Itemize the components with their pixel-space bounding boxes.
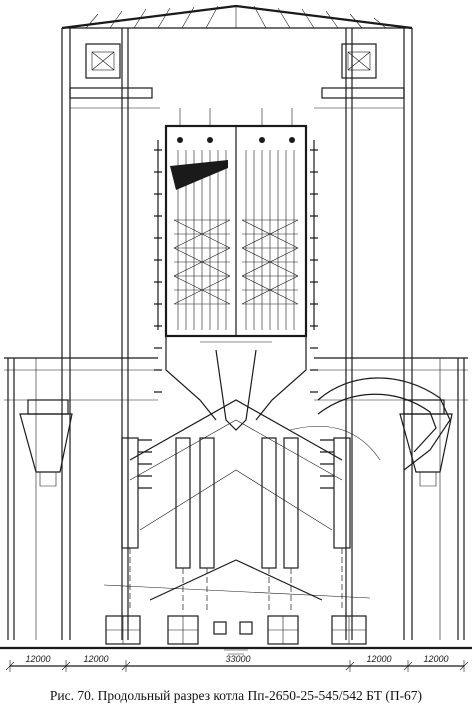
- figure-caption: Рис. 70. Продольный разрез котла Пп-2650…: [49, 688, 423, 703]
- dimension-label-2: 12000: [83, 654, 108, 664]
- gas-ducts: [289, 377, 451, 471]
- bunker-right: [399, 399, 453, 487]
- boiler-casing: [157, 108, 315, 338]
- dimension-label-3: 33000: [225, 654, 250, 664]
- tube-bank-left: [173, 150, 231, 330]
- tube-bank-right: [241, 150, 299, 330]
- platform-level: [4, 357, 468, 401]
- boiler-section-drawing: 12000 12000 33000 12000 12000: [0, 4, 472, 672]
- furnace-hopper: [165, 336, 307, 431]
- crane-house-left: [85, 43, 121, 79]
- crane-house-right: [341, 43, 377, 79]
- dimension-label-5: 12000: [423, 654, 448, 664]
- dimension-line: 12000 12000 33000 12000 12000: [5, 654, 469, 672]
- building-columns: [7, 28, 465, 640]
- bunker-left: [19, 399, 73, 487]
- roof-truss: [61, 4, 413, 30]
- dimension-label-1: 12000: [25, 654, 50, 664]
- burners: [138, 439, 334, 489]
- diagonal-pipes: [103, 399, 371, 601]
- dimension-label-4: 12000: [366, 654, 391, 664]
- upper-deck: [69, 87, 405, 109]
- coal-mills: [105, 615, 367, 655]
- mill-pipes: [121, 437, 351, 610]
